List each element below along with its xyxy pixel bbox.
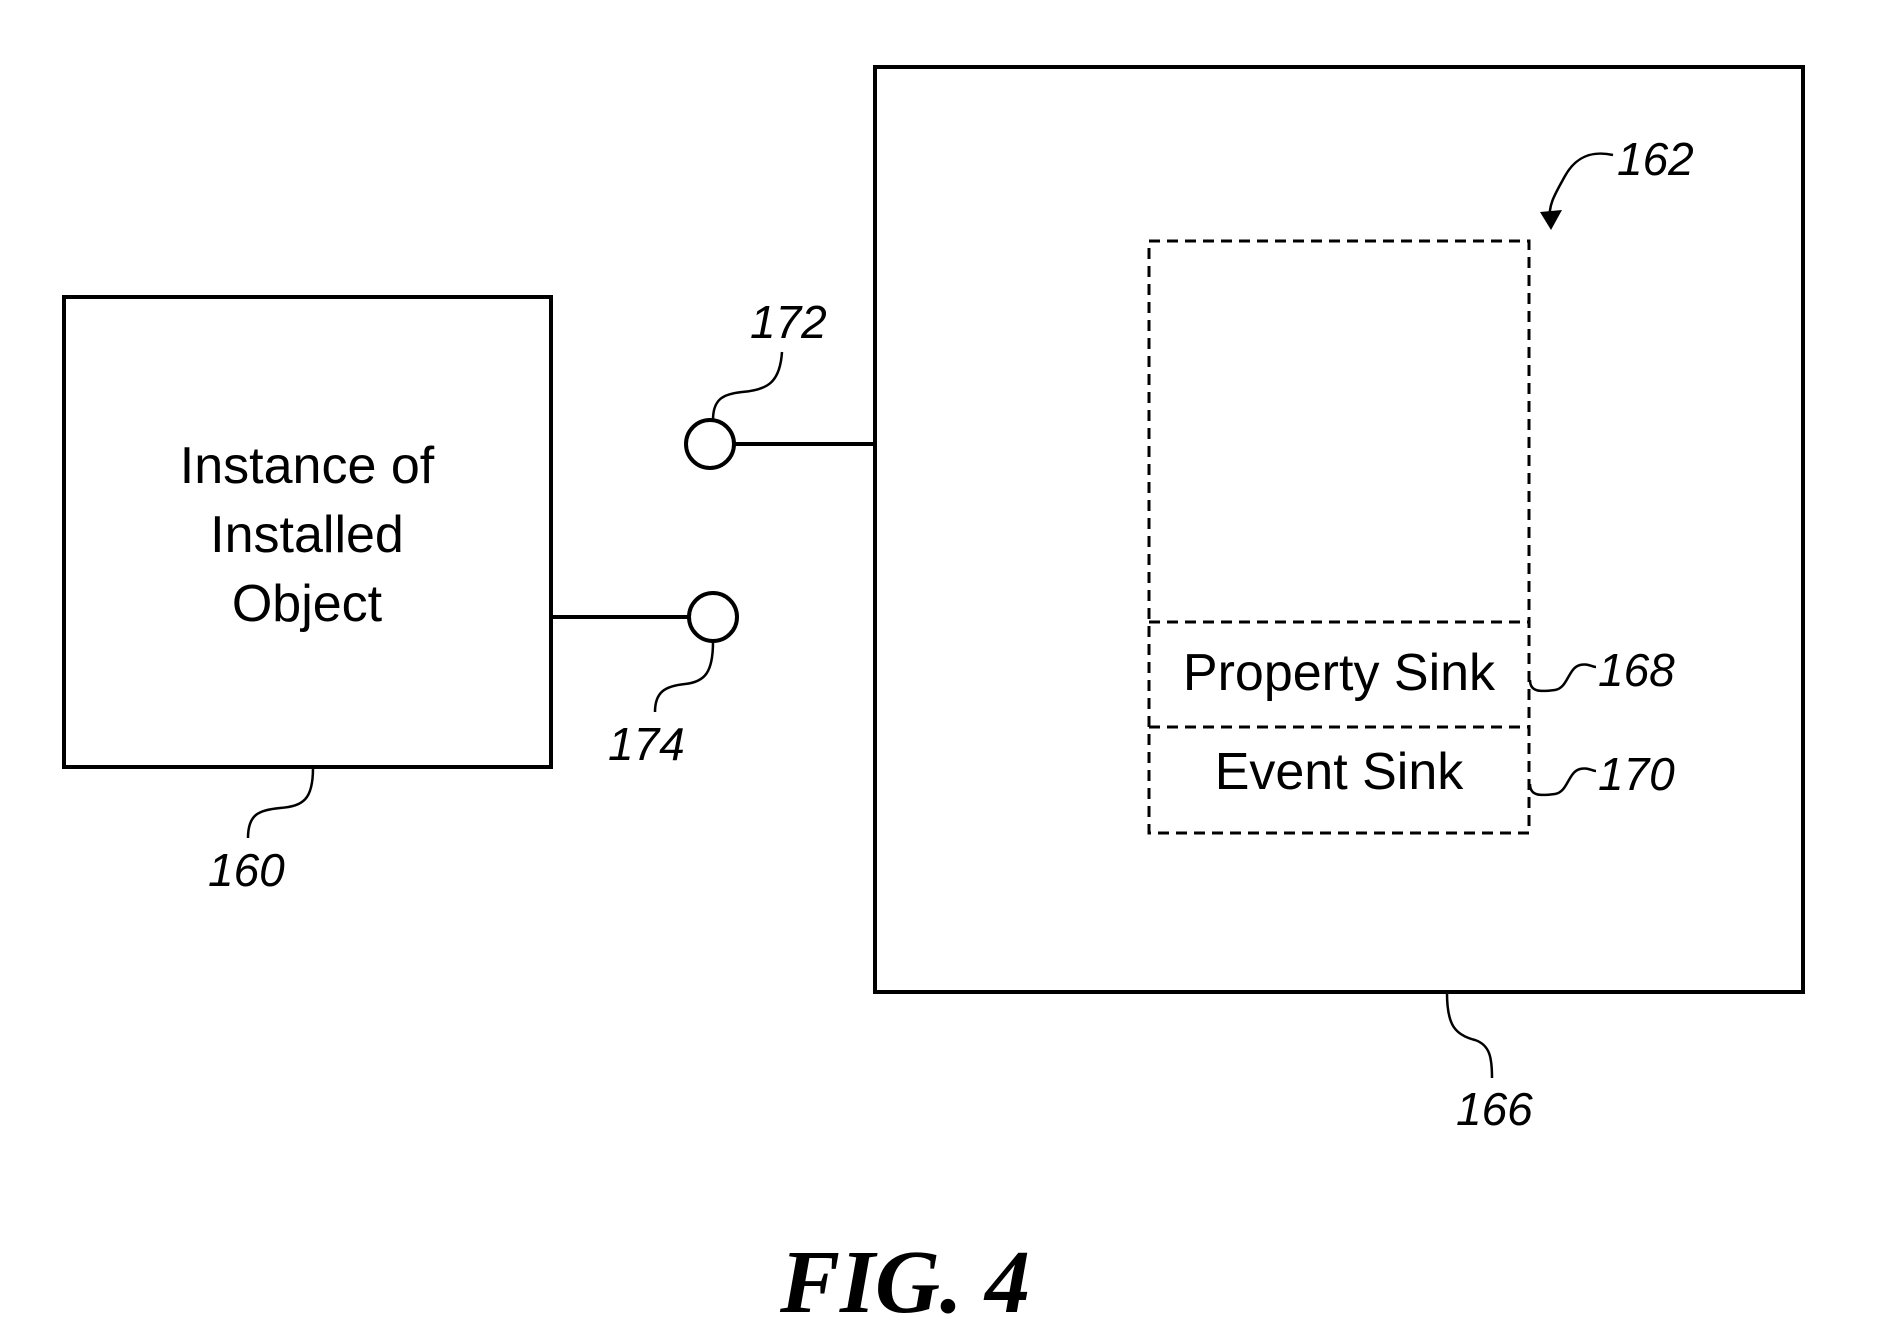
ref-168: 168 bbox=[1598, 644, 1675, 696]
port-174-circle bbox=[689, 593, 737, 641]
leader-174 bbox=[655, 642, 713, 712]
ref-160: 160 bbox=[208, 844, 285, 896]
property-sink-label: Property Sink bbox=[1183, 644, 1496, 702]
ref-162: 162 bbox=[1617, 133, 1694, 185]
arrowhead-162 bbox=[1540, 210, 1562, 230]
ref-172: 172 bbox=[750, 296, 827, 348]
leader-166 bbox=[1447, 993, 1492, 1078]
figure-caption: FIG. 4 bbox=[779, 1233, 1030, 1332]
inner-component: Property Sink Event Sink bbox=[1149, 241, 1529, 833]
container-box bbox=[875, 67, 1803, 992]
leader-170 bbox=[1530, 768, 1596, 795]
event-sink-label: Event Sink bbox=[1215, 743, 1465, 801]
object-label-line-2: Installed bbox=[210, 506, 404, 564]
ref-174: 174 bbox=[608, 718, 685, 770]
installed-object-box: Instance of Installed Object bbox=[64, 297, 551, 767]
leader-160 bbox=[248, 768, 313, 838]
leader-168 bbox=[1530, 664, 1596, 691]
leader-172 bbox=[713, 352, 782, 420]
object-label-line-3: Object bbox=[232, 575, 383, 633]
ref-170: 170 bbox=[1598, 748, 1675, 800]
ref-166: 166 bbox=[1456, 1083, 1533, 1135]
leader-162 bbox=[1550, 154, 1613, 220]
object-label-line-1: Instance of bbox=[180, 437, 435, 495]
port-172-circle bbox=[686, 420, 734, 468]
